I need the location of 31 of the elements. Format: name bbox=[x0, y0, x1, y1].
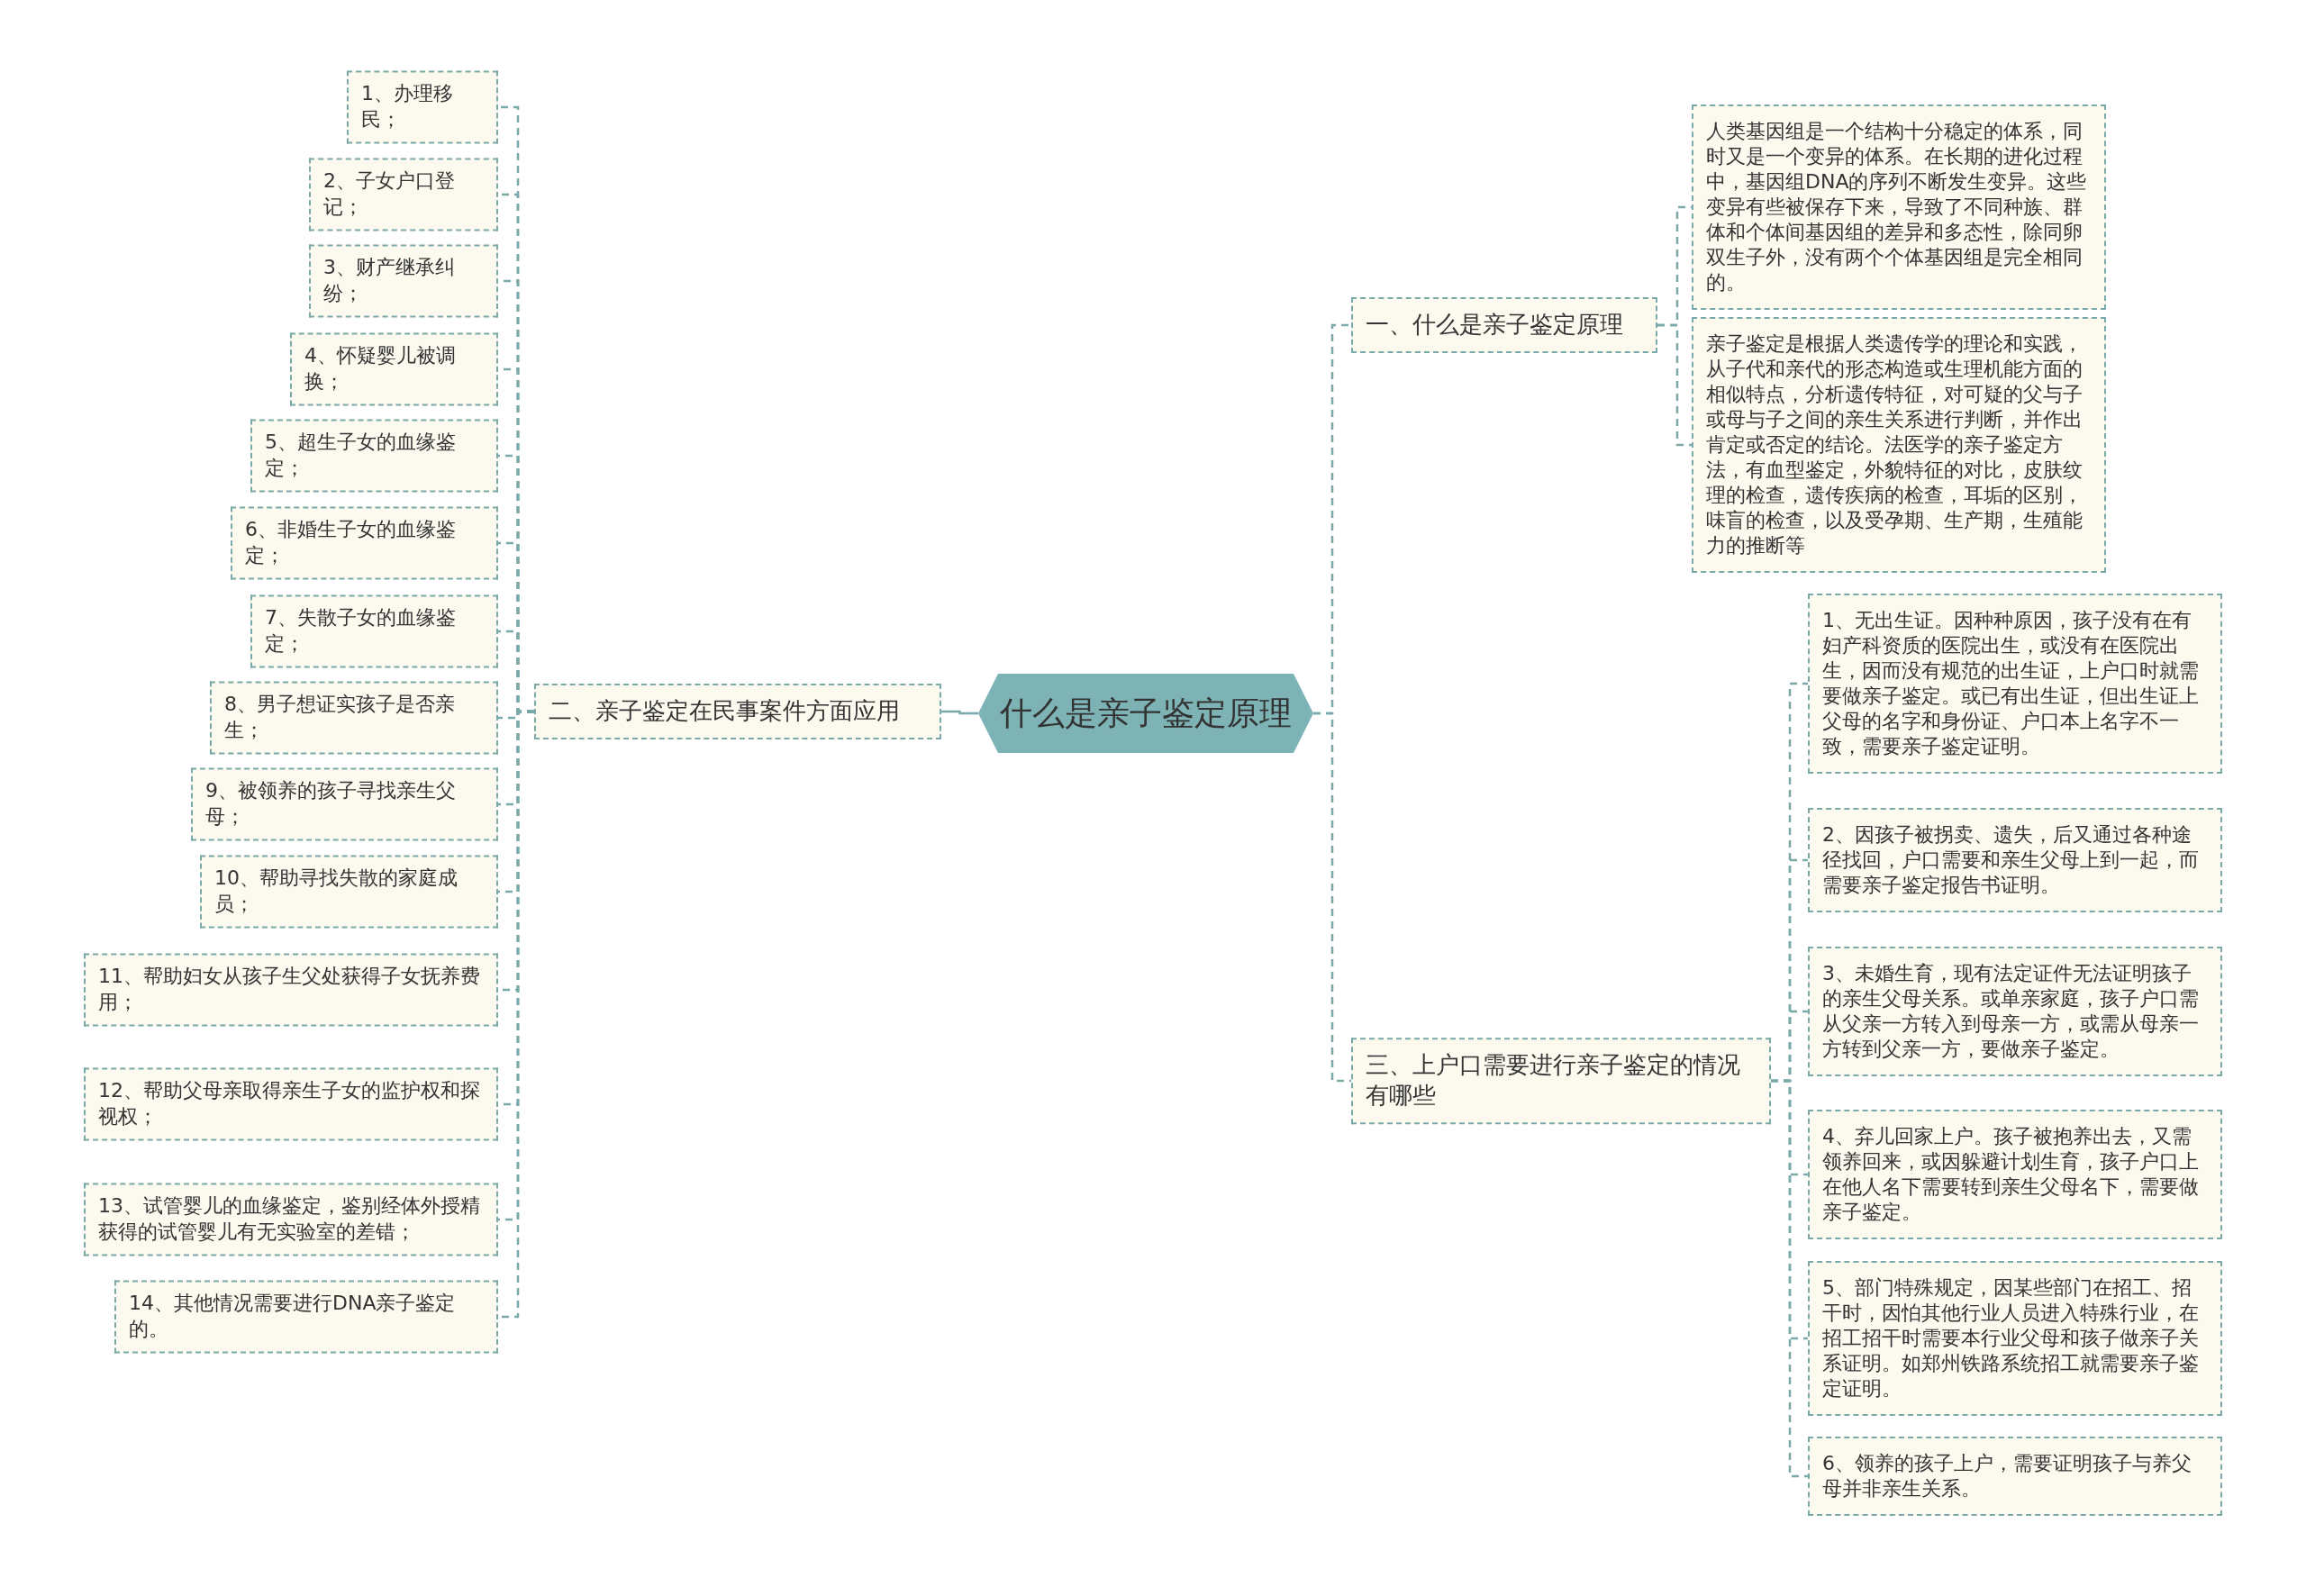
item-box: 9、被领养的孩子寻找亲生父母； bbox=[191, 767, 498, 841]
item-box: 4、怀疑婴儿被调换； bbox=[290, 332, 498, 406]
item-box: 13、试管婴儿的血缘鉴定，鉴别经体外授精获得的试管婴儿有无实验室的差错； bbox=[84, 1183, 498, 1256]
text-box: 2、因孩子被拐卖、遗失，后又通过各种途径找回，户口需要和亲生父母上到一起，而需要亲子鉴定报告书证明。 bbox=[1808, 808, 2222, 912]
item-box: 5、超生子女的血缘鉴定； bbox=[250, 419, 498, 493]
text-box: 5、部门特殊规定，因某些部门在招工、招干时，因怕其他行业人员进入特殊行业，在招工招干时需要本行业父母和孩子做亲子关系证明。如郑州铁路系统招工就需要亲子鉴定证明。 bbox=[1808, 1261, 2222, 1416]
item-box: 14、其他情况需要进行DNA亲子鉴定的。 bbox=[114, 1280, 498, 1354]
text-box: 亲子鉴定是根据人类遗传学的理论和实践，从子代和亲代的形态构造或生理机能方面的相似特点，分析遗传特征，对可疑的父与子或母与子之间的亲生关系进行判断，并作出肯定或否定的结论。法医学的亲子鉴定方法，有血型鉴定，外貌特征的对比，皮肤纹理的检查，遗传疾病的检查，耳垢的区别，味盲的检查，以及受孕期、生产期，生殖能力的推断等 bbox=[1692, 317, 2106, 573]
text-box: 4、弃儿回家上户。孩子被抱养出去，又需领养回来，或因躲避计划生育，孩子户口上在他人名下需要转到亲生父母名下，需要做亲子鉴定。 bbox=[1808, 1110, 2222, 1239]
text-box: 人类基因组是一个结构十分稳定的体系，同时又是一个变异的体系。在长期的进化过程中，基因组DNA的序列不断发生变异。这些变异有些被保存下来，导致了不同种族、群体和个体间基因组的差异和多态性，除同卵双生子外，没有两个个体基因组是完全相同的。 bbox=[1692, 104, 2106, 310]
item-box: 3、财产继承纠纷； bbox=[309, 244, 498, 318]
item-box: 10、帮助寻找失散的家庭成员； bbox=[200, 855, 498, 929]
central-topic-hexagon bbox=[978, 674, 1313, 753]
connector-line bbox=[1771, 1079, 1808, 1478]
item-box: 11、帮助妇女从孩子生父处获得子女抚养费用； bbox=[84, 953, 498, 1027]
text-box: 6、领养的孩子上户，需要证明孩子与养父母并非亲生关系。 bbox=[1808, 1437, 2222, 1516]
topic-box: 一、什么是亲子鉴定原理 bbox=[1351, 297, 1657, 353]
item-box: 1、办理移民； bbox=[347, 70, 498, 144]
topic-box: 三、上户口需要进行亲子鉴定的情况有哪些 bbox=[1351, 1038, 1771, 1124]
text-box: 3、未婚生育，现有法定证件无法证明孩子的亲生父母关系。或单亲家庭，孩子户口需从父亲一方转入到母亲一方，或需从母亲一方转到父亲一方，要做亲子鉴定。 bbox=[1808, 947, 2222, 1076]
connector-line bbox=[941, 710, 978, 715]
connector-line bbox=[1657, 323, 1692, 447]
item-box: 12、帮助父母亲取得亲生子女的监护权和探视权； bbox=[84, 1067, 498, 1141]
topic-box: 二、亲子鉴定在民事案件方面应用 bbox=[534, 684, 941, 739]
item-box: 7、失散子女的血缘鉴定； bbox=[250, 594, 498, 668]
connector-line bbox=[1313, 712, 1351, 1083]
item-box: 6、非婚生子女的血缘鉴定； bbox=[231, 506, 498, 580]
text-box: 1、无出生证。因种种原因，孩子没有在有妇产科资质的医院出生，或没有在医院出生，因而没有规范的出生证，上户口时就需要做亲子鉴定。或已有出生证，但出生证上父母的名字和身份证、户口本上名字不一致，需要亲子鉴定证明。 bbox=[1808, 594, 2222, 774]
item-box: 8、男子想证实孩子是否亲生； bbox=[210, 681, 498, 755]
topic-text: 什么是亲子鉴定原理 bbox=[1000, 693, 1292, 733]
item-box: 2、子女户口登记； bbox=[309, 158, 498, 231]
